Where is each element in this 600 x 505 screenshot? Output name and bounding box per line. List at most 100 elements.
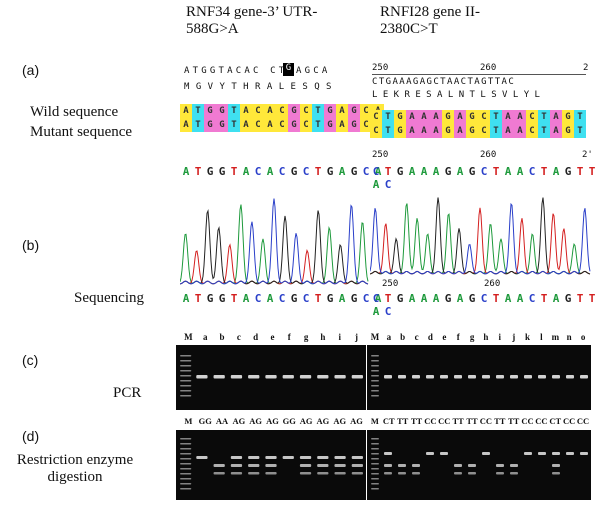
base-letter: A [374,292,382,305]
alignment-cell: T [538,110,550,124]
lane-label: CC [563,416,576,426]
right-ruler-end: 2 [583,63,589,73]
gel-band [180,448,192,450]
lane-label: f [456,332,460,342]
gel-band [398,472,406,475]
lane-label: AG [316,416,330,426]
base-letter: G [218,165,226,178]
base-letter: T [384,165,392,178]
gel-band [371,468,379,470]
base-letter: C [480,165,488,178]
gel-band [496,464,504,467]
gel-band [524,375,532,379]
gel-band [213,472,225,475]
seq-ruler-mid: 260 [484,279,501,289]
lane-label: i [338,332,341,342]
gel-band [468,472,476,475]
alignment-cell: G [562,110,574,124]
base-letter: T [492,292,500,305]
base-letter: G [326,292,334,305]
alignment-cell: G [216,104,228,118]
alignment-cell: G [288,118,300,132]
base-letter: C [302,165,310,178]
gel-band [230,456,243,459]
base-letter: A [242,165,250,178]
alignment-cell: A [454,110,466,124]
base-letter: T [540,165,548,178]
lane-label: TT [508,416,520,426]
gel-band [371,360,379,362]
lane-label: b [219,332,225,342]
alignment-cell: G [348,118,360,132]
lane-label: TT [410,416,423,426]
alignment-cell: A [514,110,526,124]
base-letter: T [576,165,584,178]
base-letter: T [540,292,548,305]
base-letter: C [384,305,392,318]
gel-band [496,472,504,475]
gel-band [180,443,192,445]
alignment-cell: G [442,110,454,124]
gel-band [566,375,574,379]
gel-band [468,464,476,467]
lane-label: CC [438,416,451,426]
gel-band [371,458,379,460]
base-letter: A [432,292,440,305]
alignment-cell: T [490,110,502,124]
left-digestion-gel-bands [180,438,363,490]
lane-label: b [400,332,406,342]
base-letter: G [468,292,476,305]
gel-band [180,438,192,440]
gel-band [538,375,546,379]
alignment-cell: A [264,104,276,118]
gel-band [213,375,225,379]
wild-sequence-label: Wild sequence [30,104,119,120]
base-letter: A [374,165,382,178]
gel-band [440,452,448,455]
lane-label: CT [549,416,562,426]
gel-band [454,375,462,379]
base-letter: C [278,165,286,178]
right-ruler2-end: 2' [582,150,593,160]
gel-band [351,464,363,467]
gel-band [180,453,192,455]
base-letter: G [218,292,226,305]
gel-band [510,375,518,379]
panel-d-label: (d) [22,428,40,444]
lane-label: GG [282,416,296,426]
gel-band [371,375,379,377]
alignment-cell: A [550,124,562,138]
gel-band [552,472,560,475]
gel-band [180,365,192,367]
lane-label: CC [521,416,534,426]
seq-ruler-start: 250 [382,279,399,289]
alignment-cell: T [192,104,204,118]
right-pcr-gel [367,345,591,410]
panel-c-label: (c) [22,352,39,368]
gel-band [265,456,277,459]
trace-T [370,207,591,275]
base-letter: C [254,292,262,305]
base-letter: A [338,292,346,305]
alignment-cell: T [382,124,394,138]
left-digestion-gel [176,430,366,500]
gel-band [412,472,420,475]
gel-band [265,464,277,467]
base-letter: A [456,292,464,305]
gel-band [524,452,532,455]
gel-band [282,375,294,379]
alignment-cell: A [430,110,442,124]
lane-label: GG [198,416,212,426]
right-ref-seq: CTGAAAGAGCTAACTAGTTAC [372,77,516,87]
alignment-cell: A [418,110,430,124]
gel-band [371,365,379,367]
base-letter: T [588,165,596,178]
base-letter: A [432,165,440,178]
gel-band [371,448,379,450]
gel-band [299,464,312,467]
